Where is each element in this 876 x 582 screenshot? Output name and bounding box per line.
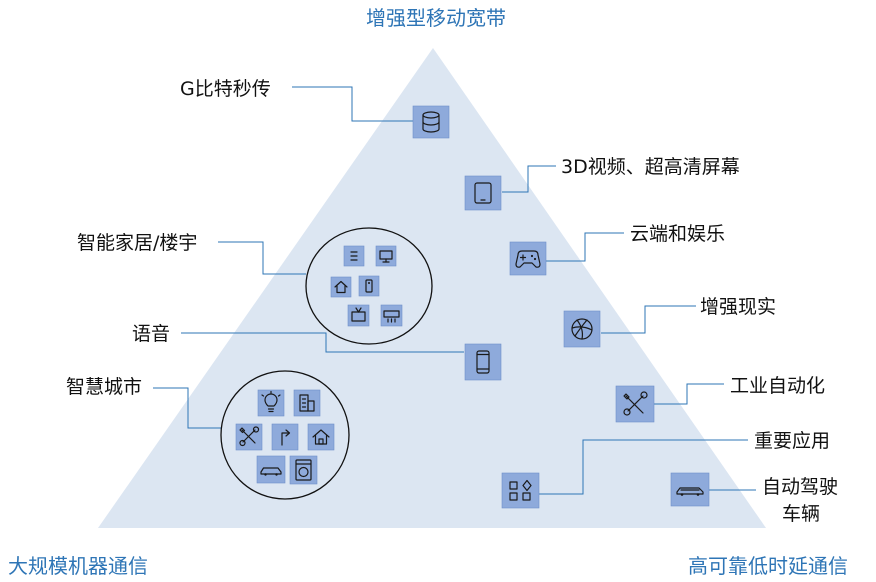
connector-ar [601, 305, 696, 334]
car-icon [670, 472, 710, 507]
connector-smart-home [218, 241, 306, 275]
connector-mission-critical [539, 439, 748, 495]
corner-title-bottom-right: 高可靠低时延通信 [688, 554, 848, 578]
tv-icon [347, 304, 370, 327]
remote-icon [358, 275, 380, 297]
database-icon [412, 105, 450, 139]
lightbulb-icon [257, 389, 285, 417]
connector-lines [153, 86, 756, 495]
connector-gbps [292, 86, 413, 122]
turn-sign-icon [271, 423, 299, 451]
label-video: 3D视频、超高清屏幕 [561, 156, 740, 178]
gamepad-icon [509, 241, 547, 276]
label-self-driving-line2: 车辆 [782, 503, 820, 525]
connector-video [502, 165, 556, 193]
home-icon [330, 276, 352, 298]
smartphone-icon [464, 343, 502, 381]
corner-title-top: 增强型移动宽带 [366, 6, 506, 30]
label-cloud: 云端和娱乐 [630, 223, 725, 245]
label-smart-home: 智能家居/楼宇 [77, 232, 197, 254]
air-conditioner-icon [380, 304, 403, 327]
monitor-icon [375, 245, 397, 267]
label-gbps: G比特秒传 [180, 78, 271, 100]
car-icon [256, 455, 286, 484]
connector-smart-city [153, 387, 221, 429]
tablet-icon [464, 175, 502, 211]
apps-grid-icon [501, 472, 540, 509]
label-self-driving-line1: 自动驾驶 [762, 476, 838, 498]
label-industry: 工业自动化 [730, 375, 825, 397]
label-smart-city: 智慧城市 [66, 376, 142, 398]
tools-icon [235, 423, 263, 451]
washing-machine-icon [289, 455, 318, 485]
connector-industry [654, 383, 724, 405]
corner-title-bottom-left: 大规模机器通信 [8, 554, 148, 578]
connector-cloud [546, 232, 624, 262]
building-icon [293, 389, 321, 417]
tools-icon [615, 385, 655, 423]
home-icon [307, 423, 335, 451]
label-mission-critical: 重要应用 [754, 430, 830, 452]
label-ar: 增强现实 [700, 296, 776, 318]
ball-icon [563, 310, 601, 348]
label-voice: 语音 [132, 323, 170, 345]
connector-voice [181, 332, 464, 353]
door-icon [343, 245, 365, 267]
